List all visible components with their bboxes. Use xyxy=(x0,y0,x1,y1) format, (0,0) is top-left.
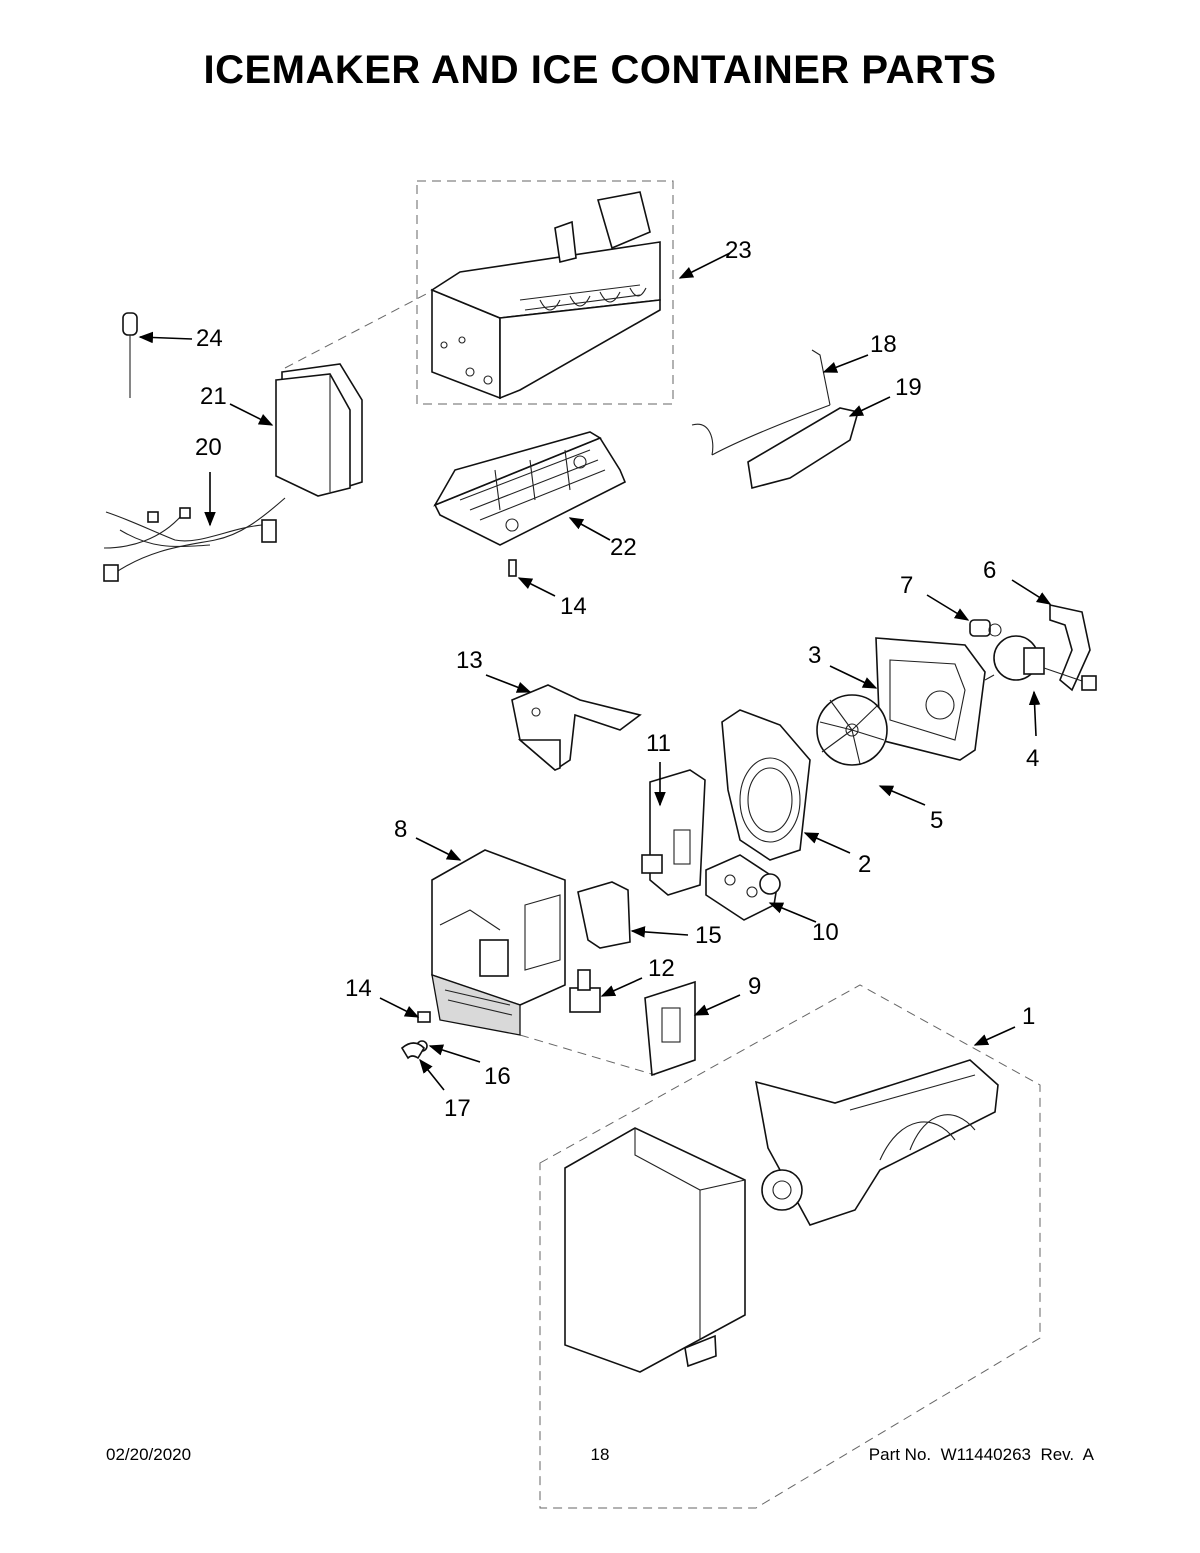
callout-24: 24 xyxy=(196,325,223,352)
callout-13: 13 xyxy=(456,647,483,674)
callout-12: 12 xyxy=(648,955,675,982)
callout-2: 2 xyxy=(858,851,871,878)
callout-5: 5 xyxy=(930,807,943,834)
callout-18: 18 xyxy=(870,331,897,358)
callout-14-lower: 14 xyxy=(345,975,372,1002)
part-screw-lower xyxy=(417,1011,431,1023)
part-screw-upper xyxy=(508,559,517,577)
part-wire-bail xyxy=(691,349,831,456)
part-trim-plate xyxy=(644,980,696,1077)
page-title: ICEMAKER AND ICE CONTAINER PARTS xyxy=(203,48,997,92)
callout-15: 15 xyxy=(695,922,722,949)
part-fan-blade xyxy=(816,694,888,766)
housing-alignment-line xyxy=(519,1034,656,1076)
callout-14-upper: 14 xyxy=(560,593,587,620)
part-fan-housing xyxy=(875,637,986,761)
icemaker-group-outline xyxy=(416,180,674,405)
part-cover xyxy=(275,363,363,497)
callout-3: 3 xyxy=(808,642,821,669)
footer-part-number: Part No. W11440263 Rev. A xyxy=(868,1445,1094,1464)
callout-21: 21 xyxy=(200,383,227,410)
callout-4: 4 xyxy=(1026,745,1039,772)
callout-6: 6 xyxy=(983,557,996,584)
leader-lines xyxy=(138,252,1052,1091)
callout-22: 22 xyxy=(610,534,637,561)
part-fan-shroud xyxy=(721,709,811,861)
part-fan-motor xyxy=(984,635,1097,691)
callout-17: 17 xyxy=(444,1095,471,1122)
callout-1: 1 xyxy=(1022,1003,1035,1030)
part-solenoid xyxy=(569,969,601,1013)
icemaker-alignment-line xyxy=(284,291,431,369)
part-shield xyxy=(747,407,860,489)
callout-16: 16 xyxy=(484,1063,511,1090)
part-bracket xyxy=(577,881,631,949)
callout-7: 7 xyxy=(900,572,913,599)
part-motor-bracket xyxy=(1049,604,1091,692)
callout-11: 11 xyxy=(646,730,671,757)
footer-page-number: 18 xyxy=(590,1445,610,1464)
part-sensor xyxy=(122,312,138,398)
part-ice-container xyxy=(564,1059,999,1373)
footer-date: 02/20/2020 xyxy=(106,1445,192,1464)
part-switch-bracket xyxy=(641,769,706,896)
part-dispenser-housing xyxy=(431,849,566,1036)
part-chute xyxy=(511,684,642,772)
callout-10: 10 xyxy=(812,919,839,946)
part-spring-clip xyxy=(400,1042,426,1060)
callout-8: 8 xyxy=(394,816,407,843)
ice-container-group-outline xyxy=(539,984,1041,1509)
part-icemaker-assembly xyxy=(430,191,661,400)
callout-9: 9 xyxy=(748,973,761,1000)
callout-23: 23 xyxy=(725,237,752,264)
part-icemaker-base xyxy=(433,431,627,546)
callout-19: 19 xyxy=(895,374,922,401)
callout-20: 20 xyxy=(195,434,222,461)
part-wire-harness xyxy=(103,497,286,582)
part-gear-motor xyxy=(705,854,781,921)
part-clip xyxy=(969,619,1002,637)
callout-labels: 23 24 21 20 18 19 22 14 7 6 3 4 13 11 5 … xyxy=(195,237,1039,1122)
